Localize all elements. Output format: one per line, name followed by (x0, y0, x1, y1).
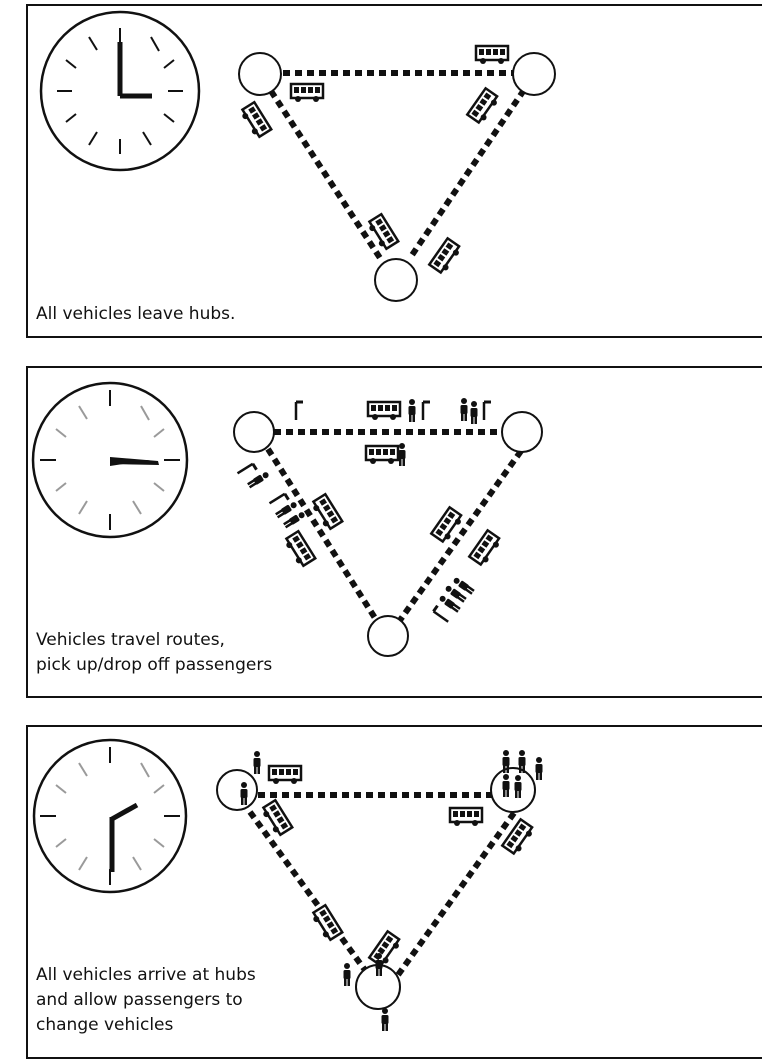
bus-icon (289, 82, 325, 104)
hub-icon (501, 411, 543, 453)
person-icon (253, 751, 261, 774)
bus-icon (281, 529, 317, 570)
route-network (247, 792, 517, 991)
route-network (268, 70, 527, 260)
flag-icon (482, 400, 493, 422)
bus-icon (308, 903, 344, 944)
bus-icon (237, 100, 273, 141)
bus-icon (368, 930, 404, 970)
flag-icon (294, 400, 305, 422)
person-icon (381, 1008, 389, 1031)
hub-icon (512, 52, 556, 96)
person-icon (398, 443, 406, 466)
caption-line: change vehicles (36, 1015, 174, 1035)
caption-line: pick up/drop off passengers (36, 655, 273, 675)
bus-icon (466, 87, 502, 127)
bus-icon (267, 764, 303, 786)
panel-2-caption: Vehicles travel routes, pick up/drop off… (36, 628, 272, 678)
bus-icon (474, 44, 510, 66)
route-network (265, 429, 524, 625)
panel-1-caption: All vehicles leave hubs. (36, 302, 235, 327)
bus-icon (448, 806, 484, 828)
panel-1-canvas (39, 10, 556, 302)
person-icon (408, 399, 416, 422)
clock-icon (31, 381, 189, 539)
hub-icon (367, 615, 409, 657)
flag-icon (421, 400, 432, 422)
bus-icon (364, 444, 400, 466)
caption-line: and allow passengers to (36, 990, 243, 1010)
person-icon (535, 757, 543, 780)
person-icon (246, 470, 271, 489)
caption-line: Vehicles travel routes, (36, 630, 225, 650)
hub-icon (233, 411, 275, 453)
diagram-panel-2: Vehicles travel routes, pick up/drop off… (26, 366, 762, 698)
bus-icon (428, 237, 464, 277)
flag-icon (236, 462, 258, 481)
bus-icon (430, 506, 466, 546)
panel-3-canvas (32, 738, 543, 1031)
caption-line: All vehicles leave hubs. (36, 304, 236, 324)
diagram-panel-3: All vehicles arrive at hubs and allow pa… (26, 725, 762, 1059)
hub-icon (374, 258, 418, 302)
flag-icon (431, 604, 454, 624)
person-icon (470, 401, 478, 424)
panel-2-canvas (31, 381, 543, 657)
clock-icon (39, 10, 201, 172)
caption-line: All vehicles arrive at hubs (36, 965, 256, 985)
diagram-panel-1: All vehicles leave hubs. (26, 4, 762, 338)
clock-icon (32, 738, 188, 894)
person-icon (460, 398, 468, 421)
hub-icon (238, 52, 282, 96)
bus-icon (366, 400, 402, 422)
hub-icon (216, 769, 258, 811)
bus-icon (468, 529, 504, 569)
person-icon (343, 963, 351, 986)
hub-icon (490, 767, 536, 813)
panel-3-caption: All vehicles arrive at hubs and allow pa… (36, 963, 256, 1038)
